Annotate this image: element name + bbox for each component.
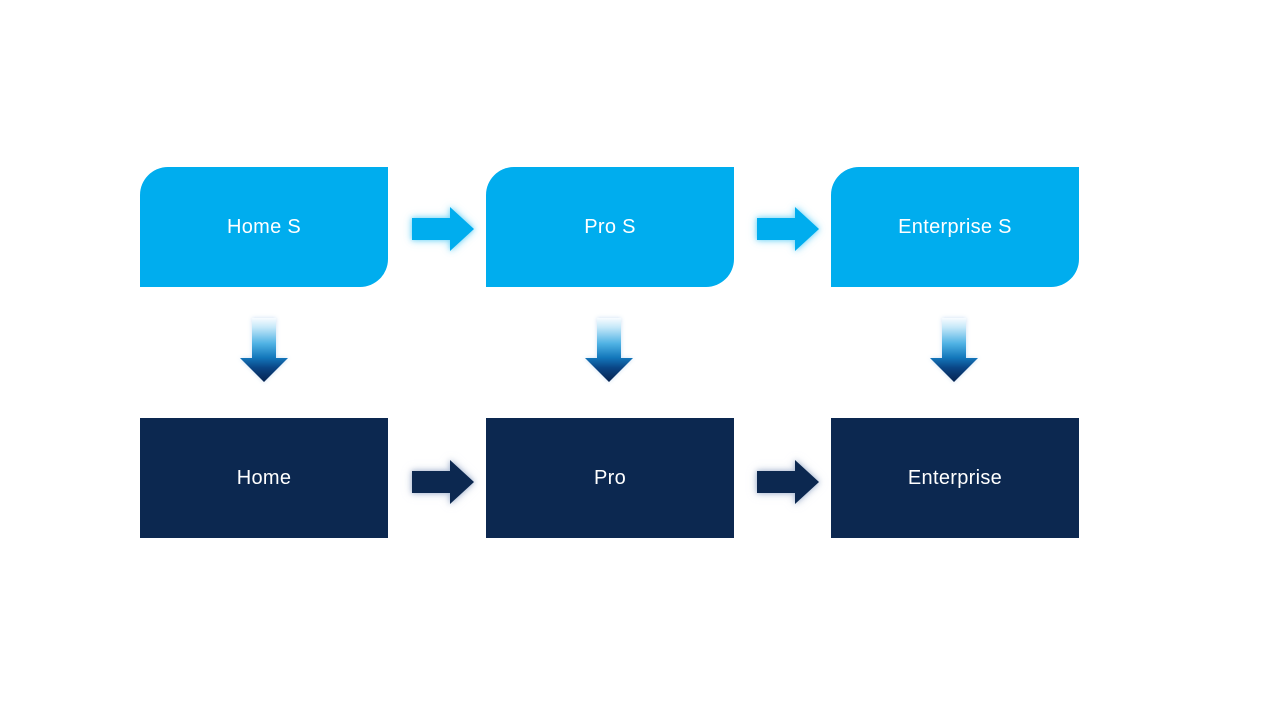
shape-label: Enterprise S	[898, 215, 1012, 238]
down-arrow-icon	[240, 318, 288, 382]
shape-top-enterprise-s: Enterprise S	[831, 167, 1079, 287]
shape-bottom-pro: Pro	[486, 418, 734, 538]
shape-label: Enterprise	[907, 466, 1003, 489]
right-arrow-icon	[412, 207, 474, 251]
shape-bottom-enterprise: Enterprise	[831, 418, 1079, 538]
right-arrow-shape	[412, 207, 474, 251]
shape-top-pro-s: Pro S	[486, 167, 734, 287]
down-arrow-shape	[240, 318, 288, 382]
right-arrow-icon	[412, 460, 474, 504]
down-arrow-icon	[585, 318, 633, 382]
shape-label: Pro	[593, 466, 627, 489]
right-arrow-shape	[412, 460, 474, 504]
shape-label: Home	[236, 466, 292, 489]
shape-label: Pro S	[584, 215, 636, 238]
down-arrow-shape	[930, 318, 978, 382]
shape-top-home-s: Home S	[140, 167, 388, 287]
down-arrow-icon	[930, 318, 978, 382]
right-arrow-shape	[757, 460, 819, 504]
shape-label: Home S	[226, 215, 302, 238]
right-arrow-shape	[757, 207, 819, 251]
down-arrow-shape	[585, 318, 633, 382]
right-arrow-icon	[757, 460, 819, 504]
right-arrow-icon	[757, 207, 819, 251]
shape-bottom-home: Home	[140, 418, 388, 538]
